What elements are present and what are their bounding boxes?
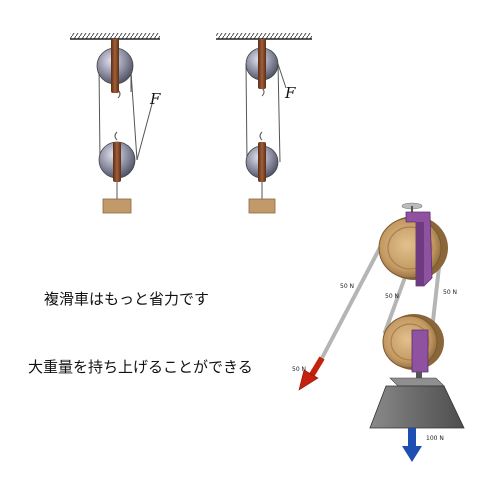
right-weight-box xyxy=(248,198,276,214)
left-weight-box xyxy=(102,198,132,214)
weight-arrow-shaft xyxy=(408,428,416,448)
left-rope-a xyxy=(98,65,101,161)
right-force-label: F xyxy=(284,84,296,102)
weight-force-label: 100 N xyxy=(426,435,444,442)
upper-bracket-side xyxy=(416,222,424,286)
right-hook-upper xyxy=(261,87,265,97)
lower-wood-wheel-groove xyxy=(390,323,430,361)
left-rope-c xyxy=(130,71,138,161)
pull-force-label: 50 N xyxy=(292,366,306,373)
left-pulley-system: F xyxy=(70,33,161,214)
left-force-label: F xyxy=(149,90,161,108)
weight-arrow-head xyxy=(402,446,422,462)
left-hook-lower xyxy=(114,131,118,141)
right-lower-axle-bar xyxy=(258,142,266,182)
right-hook-lower xyxy=(259,131,263,141)
rope-left-label: 50 N xyxy=(340,283,354,290)
right-rope-b xyxy=(277,63,281,163)
right-upper-axle-bar xyxy=(258,39,266,89)
right-rope-pull xyxy=(277,63,287,89)
left-lower-axle-bar xyxy=(113,142,121,182)
left-upper-axle-bar xyxy=(111,39,119,93)
caption-heavy-lifting: 大重量を持ち上げることができる xyxy=(28,358,253,376)
rope-right-label: 50 N xyxy=(443,289,457,296)
upper-wood-wheel-groove xyxy=(387,226,433,270)
rope-middle xyxy=(383,278,406,334)
right-ceiling-hatch xyxy=(216,33,312,39)
weight-block xyxy=(369,385,465,429)
left-rope-pull xyxy=(136,103,153,161)
pull-arrow-head xyxy=(298,369,319,391)
right-rope-a xyxy=(245,63,248,163)
rope-left xyxy=(320,238,386,360)
weight-block-top xyxy=(389,377,445,387)
caption-compound-pulley: 複滑車はもっと省力です xyxy=(44,290,210,308)
compound-pulley-3d: 50 N 50 N 50 N 50 N 100 N xyxy=(292,202,465,462)
rope-middle-label: 50 N xyxy=(385,293,399,300)
lower-bracket-hook xyxy=(416,372,422,378)
right-pulley-system: F xyxy=(216,33,312,214)
left-ceiling-hatch xyxy=(70,33,160,39)
lower-bracket xyxy=(411,329,429,373)
